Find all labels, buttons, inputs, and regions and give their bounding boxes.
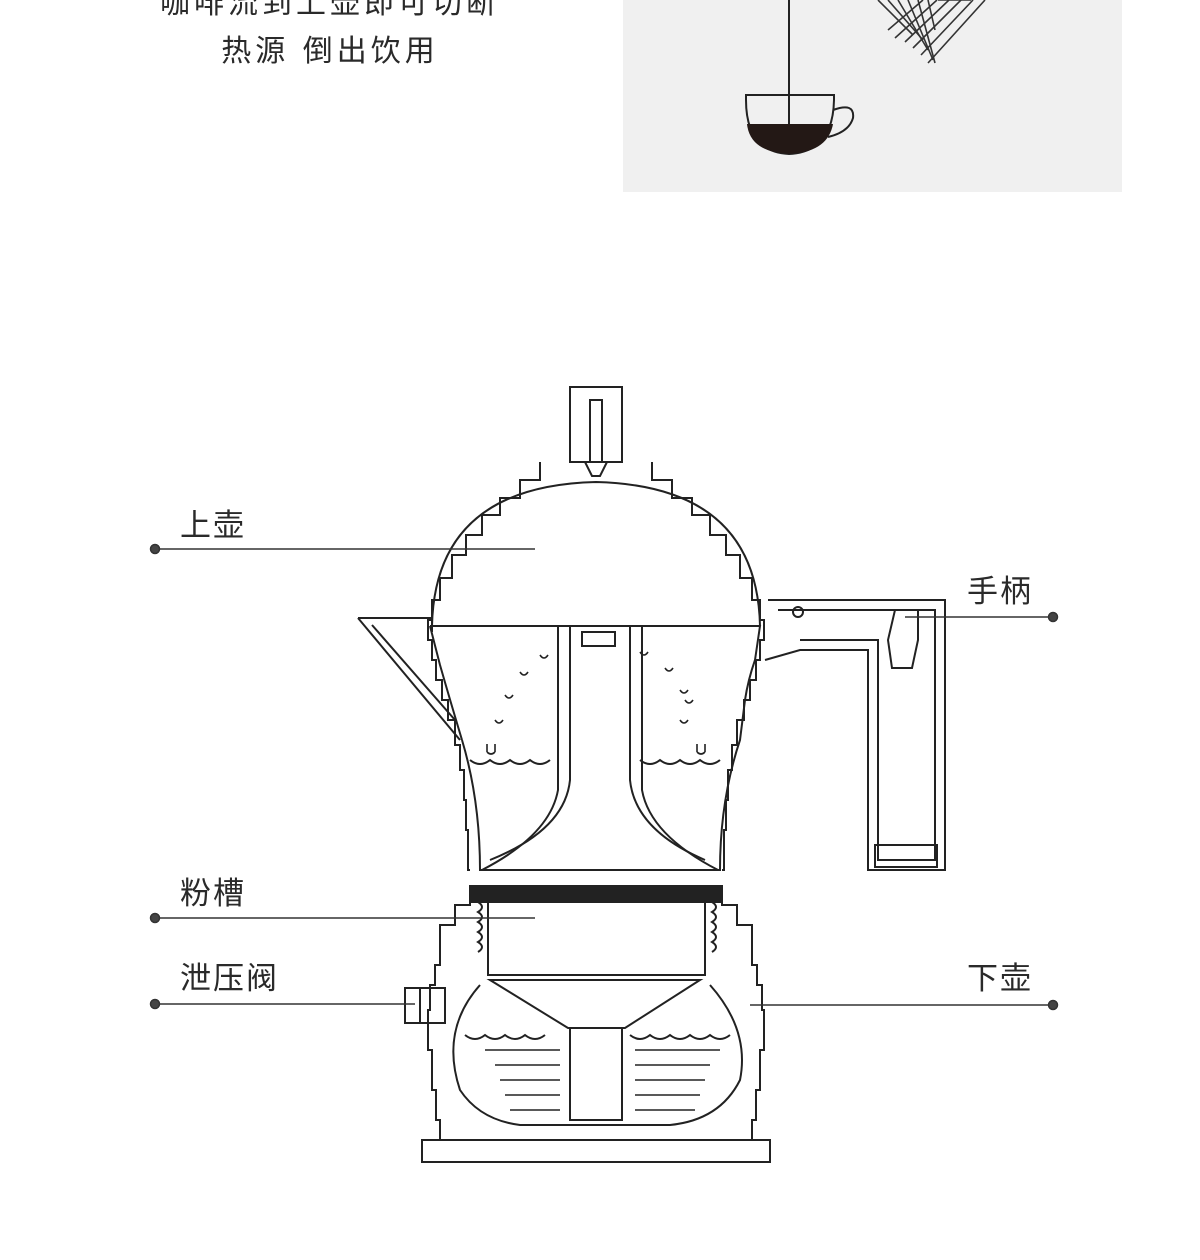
upper-chamber <box>429 625 762 741</box>
knob-inner <box>589 399 603 463</box>
spout <box>357 617 461 741</box>
upper-pot-outline-right <box>651 462 765 871</box>
handle-rivet <box>792 606 804 618</box>
bubbles <box>486 651 706 755</box>
cup-handle <box>827 106 855 138</box>
upper-liquid-surface <box>469 758 721 765</box>
coffee-in-cup <box>747 124 833 154</box>
gasket <box>471 885 721 903</box>
caption-line-2: 热源 倒出饮用 <box>221 34 439 69</box>
upper-chamber-lower <box>461 699 746 871</box>
funnel-tube <box>569 1027 623 1121</box>
pot-spout-hatching <box>877 0 986 64</box>
pressure-valve <box>404 987 446 1024</box>
pouring-cup-illustration <box>745 0 986 156</box>
label-handle: 手柄 <box>967 574 1033 610</box>
handle-end-cap <box>874 844 938 868</box>
knob-base <box>584 461 608 477</box>
upper-pot-outline-left <box>427 462 541 871</box>
handle-clip <box>886 609 919 669</box>
lower-water-surface <box>464 1033 731 1040</box>
upper-pot-dome <box>431 480 761 627</box>
label-powder-basket: 粉槽 <box>180 876 246 912</box>
lower-water-lines <box>485 1049 720 1111</box>
thread <box>476 901 717 953</box>
cup-outline <box>745 94 835 156</box>
label-pressure-valve: 泄压阀 <box>180 961 279 997</box>
lid-knob <box>569 386 623 463</box>
label-lower-pot: 下壶 <box>967 961 1033 997</box>
central-column-outer <box>481 626 719 871</box>
funnel <box>486 979 704 1029</box>
handle-inner <box>778 609 936 861</box>
base <box>421 1139 771 1163</box>
column-outlet <box>581 631 616 647</box>
caption-line-1: 咖啡流到上壶即可切断 <box>160 0 500 21</box>
lower-chamber <box>452 984 743 1126</box>
powder-basket <box>487 902 706 976</box>
pouring-illustration-panel <box>623 0 1122 192</box>
lower-pot-outline-right <box>721 885 765 1141</box>
handle <box>764 599 946 871</box>
central-column <box>489 626 706 861</box>
lower-pot-outline-left <box>427 885 471 1141</box>
label-upper-pot: 上壶 <box>180 508 246 544</box>
